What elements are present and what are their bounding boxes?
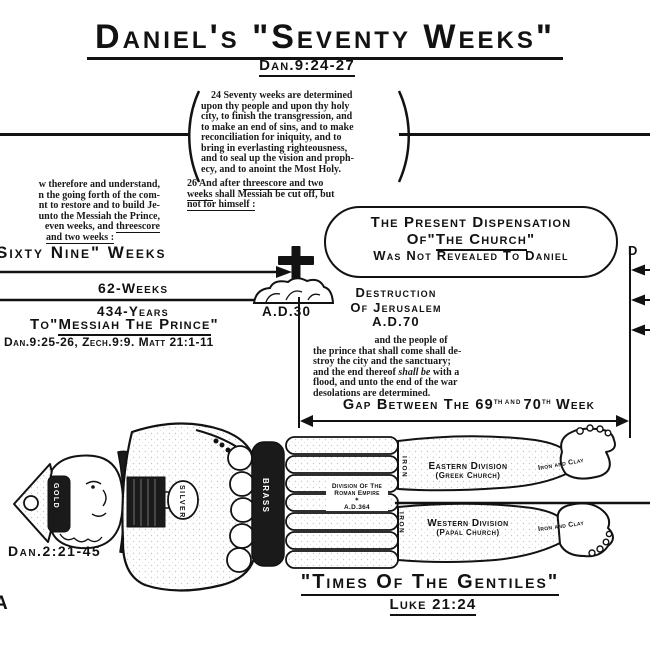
verse-line: ecy, and to anoint the Most Holy. bbox=[201, 163, 342, 175]
destruction-heading: Destruction Of Jerusalem A.D.70 bbox=[350, 285, 442, 330]
verse-line: flood, and unto the end of the war bbox=[313, 377, 458, 388]
times-reference: Luke 21:24 bbox=[353, 596, 513, 616]
verse-line: unto the Messiah the Prince, bbox=[38, 210, 160, 222]
statue-gold-label: GOLD bbox=[52, 483, 59, 510]
verse-line: 24 Seventy weeks are determined bbox=[211, 90, 353, 101]
verse-24-text: 24 Seventy weeks are determined upon thy… bbox=[201, 90, 393, 175]
verse-line: to make an end of sins, and to make bbox=[201, 121, 354, 133]
statue-silver-label: SILVER bbox=[178, 485, 185, 519]
gap-double-arrow bbox=[300, 415, 629, 427]
verse-line: bring in everlasting righteousness, bbox=[201, 142, 348, 154]
right-edge-arrows bbox=[631, 264, 650, 336]
callout-line: Was Not Revealed To Daniel bbox=[373, 247, 569, 263]
statue-brass-label: BRASS bbox=[261, 478, 270, 514]
verse-line: nt to restore and to build Je- bbox=[38, 200, 160, 211]
statue-skirt bbox=[285, 436, 399, 569]
page-title: Daniel's "Seventy Weeks" bbox=[0, 18, 650, 60]
verse-line: reconciliation for iniquity, and to bbox=[201, 132, 342, 143]
roman-empire-label: Division Of The Roman Empire ✶ A.D.364 bbox=[331, 483, 383, 511]
verse-26b-text: and the people of the prince that shall … bbox=[313, 335, 509, 399]
verse-line: 26 And after threescore and two bbox=[187, 178, 324, 190]
verse-line: and the end thereof shall be with a bbox=[313, 366, 460, 378]
verse-line: desolations are determined. bbox=[313, 387, 431, 399]
ad30-label: A.D.30 bbox=[262, 304, 312, 319]
statue-illustration bbox=[13, 422, 650, 592]
sixty-nine-weeks-label: Sixty Nine" Weeks bbox=[0, 243, 167, 262]
verse-25-text: w therefore and understand, n the going … bbox=[0, 179, 160, 244]
statue-torso bbox=[121, 422, 258, 592]
verse-26-text: 26 And after threescore and two weeks sh… bbox=[187, 178, 399, 211]
verse-line: the prince that shall come shall de- bbox=[313, 345, 462, 357]
callout-line: The Present Dispensation bbox=[370, 214, 572, 231]
title-reference: Dan.9:24-27 bbox=[232, 57, 382, 77]
messiah-references: Dan.9:25-26, Zech.9:9. Matt 21:1-11 bbox=[4, 335, 214, 349]
times-of-gentiles-label: "Times Of The Gentiles" bbox=[270, 571, 590, 596]
clipped-label-fragment-bottom-left: A bbox=[0, 593, 9, 614]
eastern-division-label: Eastern Division (Greek Church) bbox=[428, 461, 508, 481]
dispensation-callout: The Present Dispensation Of"The Church" … bbox=[324, 206, 618, 278]
iron-label-east: IRON bbox=[400, 456, 408, 479]
callout-line: Of"The Church" bbox=[326, 230, 616, 251]
verse24-parentheses bbox=[188, 90, 410, 183]
verse-line: even weeks, and threescore bbox=[44, 221, 160, 233]
verse-line: and to seal up the vision and proph- bbox=[201, 153, 354, 164]
verse-line: weeks shall Messiah be cut off, but bbox=[187, 188, 335, 201]
statue-reference: Dan.2:21-45 bbox=[8, 543, 102, 559]
clipped-label-fragment-right: D bbox=[628, 243, 639, 258]
verse-line: and the people of bbox=[374, 335, 448, 346]
years-434-label: 434-Years bbox=[97, 304, 169, 319]
verse-line: stroy the city and the sanctuary; bbox=[313, 356, 451, 367]
verse-line: w therefore and understand, bbox=[38, 179, 160, 190]
verse-line: city, to finish the transgression, and bbox=[201, 111, 353, 122]
verse-line: not for himself : bbox=[187, 199, 256, 211]
statue-legs bbox=[395, 424, 650, 563]
to-messiah-label: To"Messiah The Prince" bbox=[30, 316, 219, 336]
statue-brass-band bbox=[251, 441, 285, 567]
sixty-two-weeks-label: 62-Weeks bbox=[98, 280, 169, 296]
iron-label-west: IRON bbox=[397, 512, 405, 535]
verse-line: upon thy people and upon thy holy bbox=[201, 100, 350, 112]
sixty-nine-weeks-arrow bbox=[0, 266, 292, 302]
verse-line: n the going forth of the com- bbox=[38, 189, 160, 201]
calvary-mound bbox=[252, 277, 335, 304]
western-division-label: Western Division (Papal Church) bbox=[427, 518, 509, 538]
verse-line: and two weeks : bbox=[45, 231, 115, 244]
